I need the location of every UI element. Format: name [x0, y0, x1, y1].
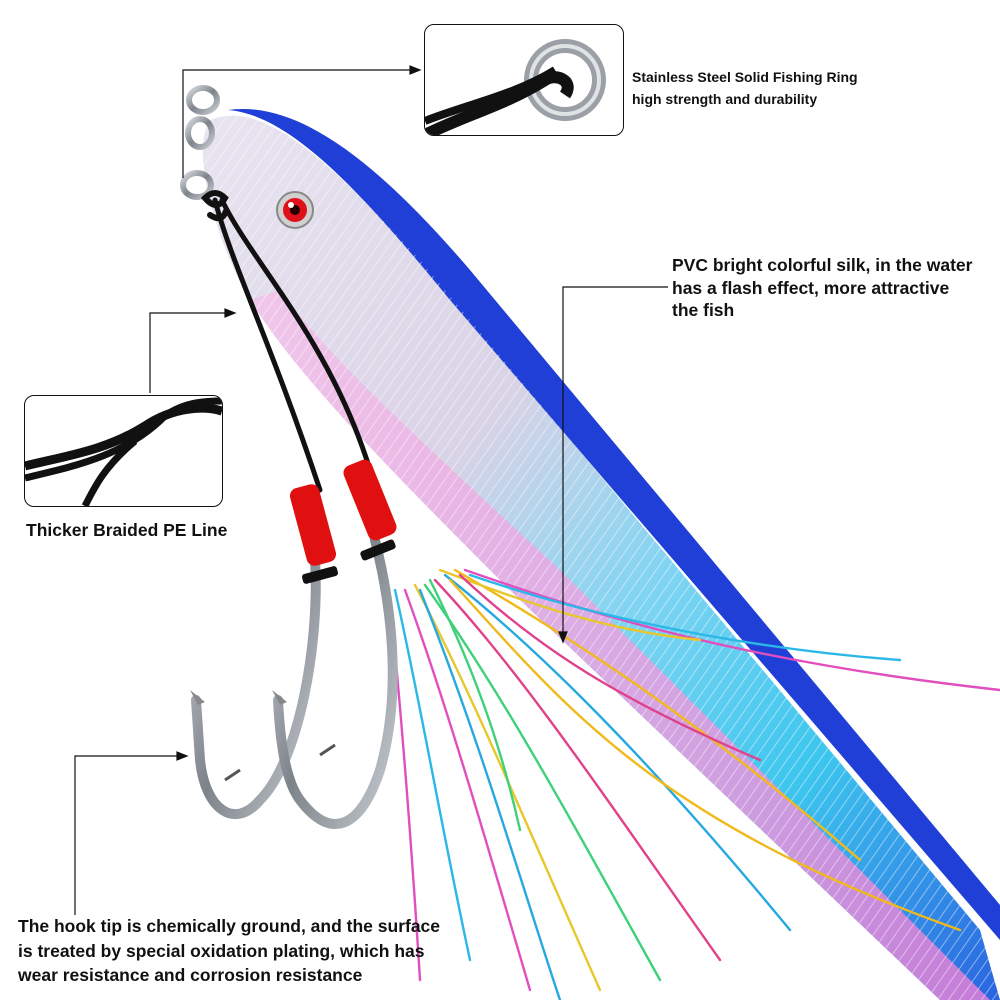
solid-ring-icon: [180, 85, 220, 200]
ring-callout-title: Stainless Steel Solid Fishing Ring: [632, 69, 858, 85]
silk-callout-line-2: has a flash effect, more attractive: [672, 277, 950, 298]
braided-line-icon: [25, 397, 222, 506]
hook-callout-line-2: is treated by special oxidation plating,…: [18, 940, 425, 961]
ring-callout: Stainless Steel Solid Fishing Ring high …: [632, 66, 858, 110]
line-callout: Thicker Braided PE Line: [26, 520, 228, 540]
callout-leaders: [74, 65, 668, 915]
hook-callout-line-3: wear resistance and corrosion resistance: [18, 965, 363, 985]
flash-silk: [388, 568, 1000, 1000]
silk-callout-line-1: PVC bright colorful silk, in the water: [672, 255, 973, 275]
assist-hook-icon: [190, 459, 398, 829]
fish-eye-icon: [276, 191, 314, 229]
braided-line-icon: [200, 190, 373, 493]
ring-callout-subtitle: high strength and durability: [632, 91, 818, 107]
ring-closeup-inset: [424, 24, 624, 136]
solid-ring-icon: [425, 39, 606, 135]
hook-callout: The hook tip is chemically ground, and t…: [18, 914, 488, 988]
hook-callout-line-1: The hook tip is chemically ground, and t…: [18, 916, 441, 936]
silk-callout: PVC bright colorful silk, in the water h…: [672, 254, 972, 322]
jig-lure-body: [202, 108, 1000, 1000]
braided-line-closeup-inset: [24, 395, 223, 507]
silk-callout-line-3: the fish: [672, 300, 735, 320]
